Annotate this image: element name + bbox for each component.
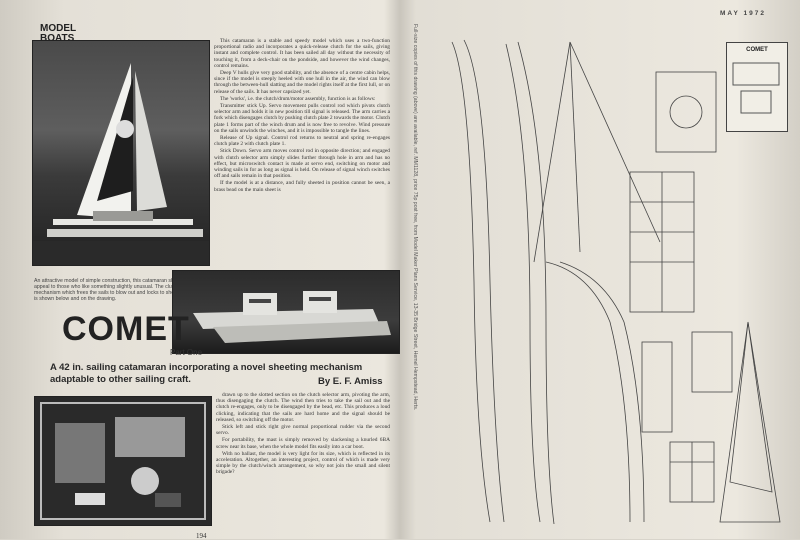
article-tagline: A 42 in. sailing catamaran incorporating… <box>50 362 363 385</box>
hull-photo <box>172 270 400 354</box>
article-part: Part One <box>170 348 203 357</box>
plans-service-note: Full-size copies of this drawing (above)… <box>412 24 418 411</box>
title-block-artwork <box>732 62 780 114</box>
plan-title-block: COMET <box>726 42 788 132</box>
page-number: 194 <box>196 532 207 540</box>
right-page: MAY 1972 Full-size copies of this drawin… <box>408 6 792 534</box>
catamaran-hull-image <box>193 291 391 343</box>
left-page: MODEL BOATS This catamaran is a stable a… <box>18 8 400 540</box>
article-title: COMET <box>62 310 190 348</box>
article-byline: By E. F. Amiss <box>318 376 383 387</box>
issue-date: MAY 1972 <box>720 10 766 17</box>
catamaran-sailing-image <box>33 63 209 265</box>
section-header: MODEL BOATS <box>40 23 77 44</box>
mechanism-photo <box>34 396 212 526</box>
plan-drawing <box>451 39 781 525</box>
sailing-photo <box>32 40 210 266</box>
article-column-bottom: drawn up to the slotted section on the c… <box>216 392 390 476</box>
clutch-mechanism-image <box>40 402 206 520</box>
article-column-top: This catamaran is a stable and speedy mo… <box>214 38 390 193</box>
photo-caption: An attractive model of simple constructi… <box>34 278 184 302</box>
